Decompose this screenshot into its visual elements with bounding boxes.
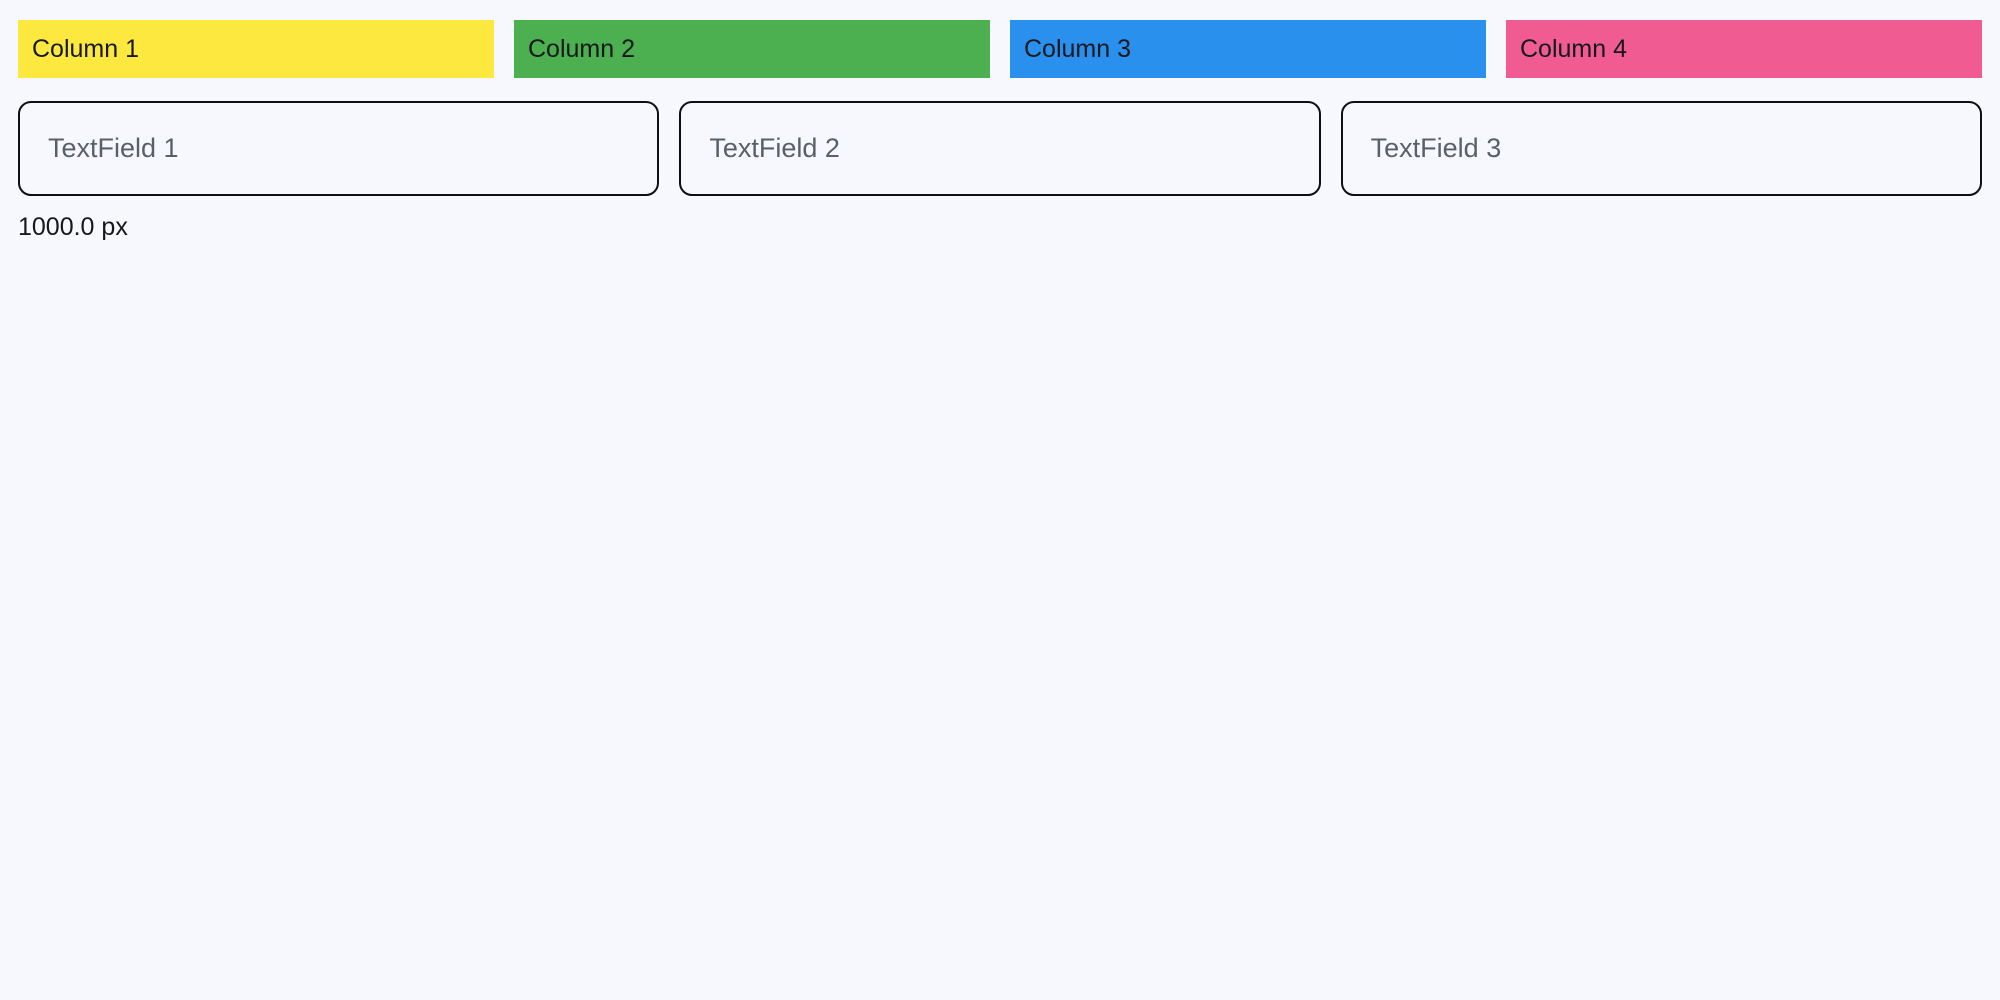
column-bar-label: Column 2 [528,34,635,63]
column-bar-label: Column 1 [32,34,139,63]
text-field-1[interactable]: TextField 1 [18,101,660,196]
text-fields-row: TextField 1 TextField 2 TextField 3 [18,101,1982,196]
column-bar-3[interactable]: Column 3 [1010,20,1486,78]
status-row: 1000.0 px [18,215,1982,240]
column-bar-label: Column 4 [1520,34,1627,63]
text-field-placeholder: TextField 2 [709,133,840,163]
column-bar-4[interactable]: Column 4 [1506,20,1982,78]
column-bar-2[interactable]: Column 2 [514,20,990,78]
text-field-2[interactable]: TextField 2 [679,101,1321,196]
text-field-placeholder: TextField 1 [48,133,179,163]
text-field-placeholder: TextField 3 [1370,133,1502,163]
column-bar-label: Column 3 [1024,34,1131,63]
columns-row: Column 1 Column 2 Column 3 Column 4 [18,20,1982,78]
measurement-label: 1000.0 px [18,213,128,241]
text-field-3[interactable]: TextField 3 [1340,101,1982,196]
column-bar-1[interactable]: Column 1 [18,20,494,78]
